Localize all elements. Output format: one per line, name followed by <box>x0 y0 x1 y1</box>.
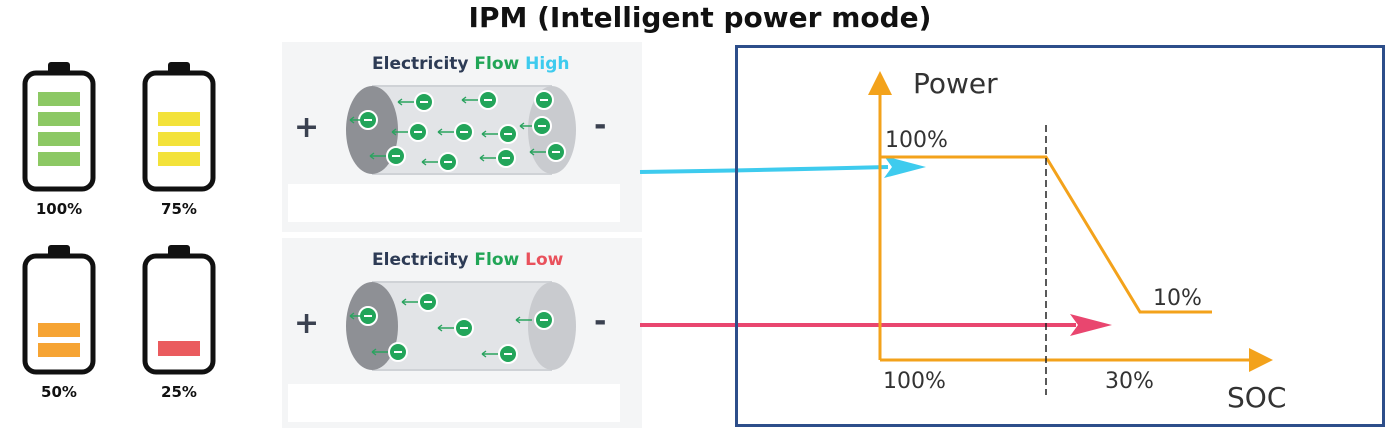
label-level-high: 100% <box>885 128 948 153</box>
battery-icon-50 <box>22 245 96 375</box>
power-curve <box>880 155 1212 314</box>
y-axis-arrow <box>868 71 892 95</box>
battery-label-100: 100% <box>35 200 83 218</box>
battery-icon-25 <box>142 245 216 375</box>
flow-high-word3: High <box>525 54 570 74</box>
x-axis-label: SOC <box>1227 381 1286 414</box>
flow-low-word1: Electricity <box>372 250 469 270</box>
flow-low-caption-box <box>288 384 620 422</box>
high-arrow-head <box>884 156 926 178</box>
x-axis-arrow <box>1249 348 1273 372</box>
battery-icon-100 <box>22 62 96 192</box>
power-soc-graph: Power SOC 100% 10% 100% 30% <box>735 45 1385 427</box>
flow-high-conductor <box>346 85 576 175</box>
label-soc-start: 100% <box>883 369 946 394</box>
low-arrow-head <box>1070 314 1112 336</box>
battery-label-75: 75% <box>161 200 197 218</box>
flow-low-plus: + <box>294 306 320 341</box>
flow-high-caption-box <box>288 184 620 222</box>
battery-label-50: 50% <box>41 383 77 401</box>
flow-high-heading: Electricity Flow High <box>372 54 570 74</box>
flow-high-panel: Electricity Flow High + - <box>282 42 642 232</box>
flow-low-word3: Low <box>525 250 564 270</box>
battery-label-25: 25% <box>161 383 197 401</box>
graph-frame <box>735 45 1385 427</box>
flow-low-minus: - <box>594 304 607 339</box>
page-title: IPM (Intelligent power mode) <box>468 1 932 34</box>
flow-low-conductor <box>346 281 576 371</box>
flow-high-word2: Flow <box>474 54 520 74</box>
flow-low-word2: Flow <box>474 250 520 270</box>
flow-low-panel: Electricity Flow Low + - <box>282 238 642 428</box>
label-soc-threshold: 30% <box>1105 369 1154 394</box>
flow-low-heading: Electricity Flow Low <box>372 250 563 270</box>
high-arrow-line <box>639 165 889 174</box>
label-level-low: 10% <box>1153 286 1202 311</box>
flow-high-word1: Electricity <box>372 54 469 74</box>
flow-high-plus: + <box>294 110 320 145</box>
flow-high-minus: - <box>594 108 607 143</box>
battery-icon-75 <box>142 62 216 192</box>
y-axis-label: Power <box>913 67 998 100</box>
